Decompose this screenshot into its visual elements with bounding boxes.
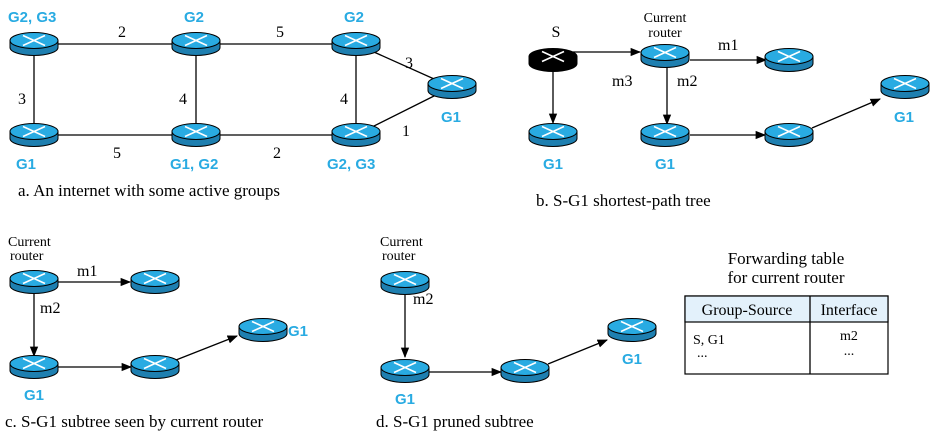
- panel-b: S Current router m1 m2 m3 G1 G1 G1 b. S-…: [528, 11, 930, 210]
- current-router-label: router: [648, 26, 682, 41]
- table-header: Interface: [821, 302, 878, 319]
- group-label: G1: [894, 109, 914, 126]
- weight-label: 4: [179, 91, 187, 108]
- router-icon: [764, 48, 814, 72]
- router-icon: [528, 123, 578, 147]
- panel-d: Current router m2 G1 G1 d. S-G1 pruned s…: [376, 235, 657, 431]
- weight-label: 3: [405, 55, 413, 72]
- router-icon: [880, 75, 930, 99]
- interface-label: m2: [413, 291, 433, 308]
- source-label: S: [552, 24, 561, 41]
- weight-label: 2: [118, 24, 126, 41]
- interface-label: m2: [677, 73, 697, 90]
- table-header: Group-Source: [702, 302, 793, 319]
- weight-label: 4: [340, 91, 348, 108]
- interface-label: m1: [77, 263, 97, 280]
- weight-label: 1: [402, 123, 410, 140]
- router-icon: [607, 318, 657, 342]
- router-icon: [130, 270, 180, 294]
- current-router-label: Current: [644, 11, 687, 26]
- router-icon: [331, 123, 381, 147]
- router-icon: [640, 44, 690, 68]
- table-title: Forwarding table: [728, 249, 845, 268]
- router-icon: [9, 355, 59, 379]
- group-label: G2, G3: [8, 9, 56, 26]
- weight-label: 3: [18, 91, 26, 108]
- router-icon: [500, 359, 550, 383]
- forwarding-table: Forwarding table for current router Grou…: [684, 249, 889, 375]
- router-icon: [640, 123, 690, 147]
- group-label: G1: [622, 351, 642, 368]
- group-label: G1: [24, 387, 44, 404]
- panel-caption: b. S-G1 shortest-path tree: [536, 191, 711, 210]
- weight-label: 5: [276, 24, 284, 41]
- router-icon: [764, 123, 814, 147]
- table-title: for current router: [727, 268, 844, 287]
- group-label: G1: [543, 156, 563, 173]
- table-cell: m2: [840, 329, 858, 344]
- router-icon: [331, 32, 381, 56]
- group-label: G1: [395, 391, 415, 408]
- table-cell: S, G1: [693, 333, 725, 348]
- arrow: [175, 335, 238, 361]
- router-icon: [130, 355, 180, 379]
- group-label: G1: [16, 156, 36, 173]
- group-label: G1: [441, 109, 461, 126]
- panel-c: Current router m1 m2 G1 G1 c. S-G1 subtr…: [5, 235, 308, 431]
- group-label: G2: [184, 9, 204, 26]
- source-router-icon: [528, 48, 578, 72]
- group-label: G2: [344, 9, 364, 26]
- router-icon: [380, 359, 430, 383]
- group-label: G1, G2: [170, 156, 218, 173]
- panel-caption: c. S-G1 subtree seen by current router: [5, 412, 264, 431]
- router-icon: [380, 271, 430, 295]
- router-icon: [238, 318, 288, 342]
- arrow: [547, 339, 608, 365]
- panel-a: 2 5 3 3 4 4 1 5 2 G2, G3 G2 G2 G1 G1, G2…: [8, 9, 477, 200]
- group-label: G1: [655, 156, 675, 173]
- router-icon: [427, 75, 477, 99]
- router-icon: [9, 270, 59, 294]
- weight-label: 2: [273, 145, 281, 162]
- panel-caption: d. S-G1 pruned subtree: [376, 412, 534, 431]
- table-cell: ...: [844, 344, 855, 359]
- interface-label: m3: [612, 73, 632, 90]
- router-icon: [9, 32, 59, 56]
- router-icon: [9, 123, 59, 147]
- current-router-label: Current: [380, 235, 423, 250]
- arrow: [811, 98, 881, 129]
- router-icon: [171, 32, 221, 56]
- router-icon: [171, 123, 221, 147]
- interface-label: m2: [40, 300, 60, 317]
- group-label: G2, G3: [327, 156, 375, 173]
- panel-caption: a. An internet with some active groups: [18, 181, 280, 200]
- current-router-label: router: [382, 249, 416, 264]
- current-router-label: Current: [8, 235, 51, 250]
- current-router-label: router: [10, 249, 44, 264]
- table-header-row: [684, 295, 889, 323]
- interface-label: m1: [718, 37, 738, 54]
- group-label: G1: [288, 323, 308, 340]
- weight-label: 5: [113, 145, 121, 162]
- table-cell: ...: [697, 346, 708, 361]
